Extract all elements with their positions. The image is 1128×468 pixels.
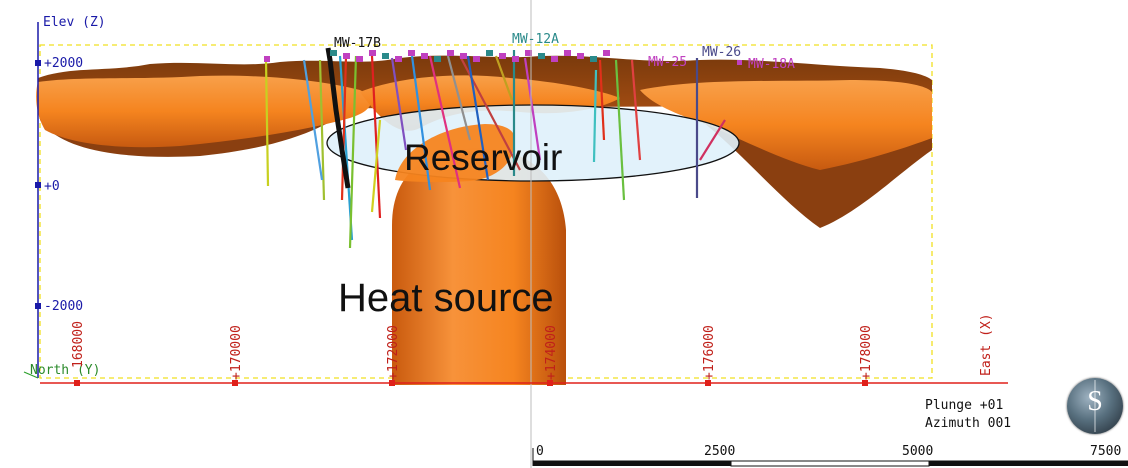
well-collar	[408, 50, 415, 56]
well-label: MW-12A	[512, 32, 559, 47]
z-tick-label: +2000	[44, 56, 83, 71]
well-trace	[370, 55, 382, 219]
well-trace	[494, 55, 514, 101]
well-collar	[473, 56, 480, 62]
z-tick-label: +0	[44, 179, 60, 194]
well-label: MW-18A	[748, 57, 795, 72]
scale-bar-label: 7500	[1090, 444, 1121, 459]
well-label: MW-25	[648, 55, 687, 70]
compass-widget[interactable]: S	[1067, 378, 1123, 434]
reservoir-plate-right	[640, 80, 932, 170]
well-collar	[330, 50, 337, 56]
well-trace	[466, 55, 490, 181]
well-collar	[603, 50, 610, 56]
well-trace	[630, 59, 642, 161]
well-trace	[446, 55, 472, 141]
well-collar	[343, 53, 350, 59]
z-tick-mark	[35, 60, 41, 66]
well-collar	[590, 56, 597, 62]
x-tick-label: +178000	[859, 325, 874, 380]
x-tick-label: +170000	[229, 325, 244, 380]
heat-source-label: Heat source	[338, 276, 554, 320]
x-tick-mark	[862, 380, 868, 386]
x-tick-mark	[74, 380, 80, 386]
well-trace	[340, 55, 348, 201]
y-axis-stub	[23, 371, 39, 379]
well-collar	[369, 50, 376, 56]
well-trace	[318, 59, 326, 201]
well-collar	[525, 50, 532, 56]
well-collar	[538, 53, 545, 59]
x-tick-label: +174000	[544, 325, 559, 380]
x-tick-mark	[389, 380, 395, 386]
z-axis-label: Elev (Z)	[43, 15, 106, 30]
scale-bar	[532, 448, 1128, 467]
well-collar	[460, 53, 467, 59]
well-collar	[486, 50, 493, 56]
well-trace	[390, 57, 408, 151]
scale-bar-label: 0	[536, 444, 544, 459]
scale-bar-segment	[533, 461, 731, 466]
well-trace	[348, 55, 358, 249]
heat-source-body	[392, 148, 566, 385]
x-tick-mark	[547, 380, 553, 386]
z-tick-mark	[35, 182, 41, 188]
scale-bar-segment	[730, 460, 930, 467]
x-axis-label: East (X)	[979, 313, 994, 376]
z-tick-mark	[35, 303, 41, 309]
well-collar	[264, 56, 270, 62]
x-tick-mark	[705, 380, 711, 386]
compass-letter: S	[1087, 386, 1103, 417]
wells-group	[264, 47, 726, 249]
compass-needle-icon	[1094, 380, 1096, 432]
well-collar	[499, 53, 506, 59]
scale-bar-label: 5000	[902, 444, 933, 459]
x-tick-label: +176000	[702, 325, 717, 380]
well-collar	[356, 56, 363, 62]
plunge-readout: Plunge +01	[925, 398, 1004, 413]
well-trace	[370, 119, 382, 213]
well-collar	[447, 50, 454, 56]
well-trace	[614, 59, 626, 201]
well-trace	[699, 119, 726, 161]
well-marker	[737, 60, 742, 65]
y-axis-label: North (Y)	[30, 363, 100, 378]
x-tick-label: 168000	[71, 321, 86, 368]
well-trace	[338, 55, 354, 241]
z-tick-label: -2000	[44, 299, 83, 314]
well-trace	[592, 69, 598, 163]
well-collar	[421, 53, 428, 59]
scale-bar-label: 2500	[704, 444, 735, 459]
well-label: MW-17B	[334, 36, 381, 51]
well-trace	[428, 55, 462, 189]
well-collar	[382, 53, 389, 59]
well-collar	[512, 56, 519, 62]
well-trace	[523, 57, 542, 161]
bounding-box	[39, 44, 933, 379]
well-label: MW-26	[702, 45, 741, 60]
well-trace	[264, 59, 270, 187]
well-collar	[577, 53, 584, 59]
reservoir-label: Reservoir	[404, 137, 562, 178]
x-tick-mark	[232, 380, 238, 386]
reservoir-plate-left	[36, 75, 371, 148]
well-collar	[395, 56, 402, 62]
well-collar	[551, 56, 558, 62]
well-trace	[598, 59, 606, 141]
x-axis-ticks	[74, 380, 868, 386]
azimuth-readout: Azimuth 001	[925, 416, 1012, 431]
well-collar	[434, 56, 441, 62]
well-trace	[410, 55, 432, 191]
well-collar	[564, 50, 571, 56]
x-tick-label: +172000	[386, 325, 401, 380]
scale-bar-segment	[929, 461, 1128, 466]
well-trace	[302, 59, 324, 181]
well-trace-mw17b	[325, 47, 351, 189]
